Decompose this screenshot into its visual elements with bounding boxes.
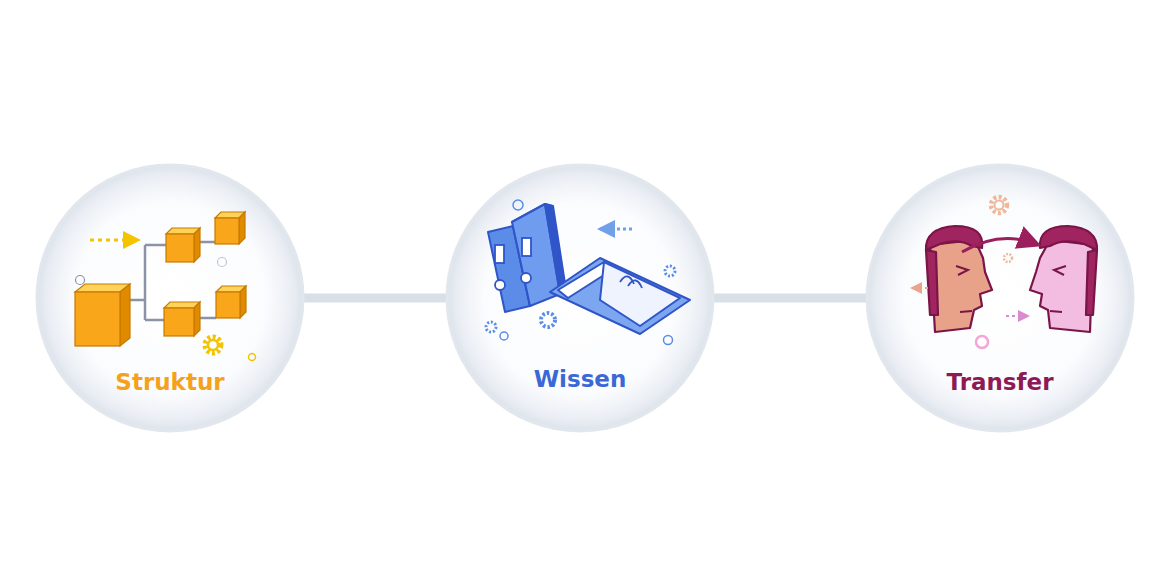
structure-illustration-part xyxy=(216,292,240,318)
transfer-illustration-part xyxy=(991,197,1007,213)
binder-illustration-part xyxy=(486,322,496,332)
structure-illustration-part xyxy=(164,308,194,336)
transfer-illustration-part xyxy=(991,197,1007,213)
binder-illustration-part xyxy=(500,332,508,340)
circle-node: Struktur xyxy=(35,163,305,433)
binder-illustration-part xyxy=(545,204,566,294)
transfer-illustration-part xyxy=(1086,250,1097,315)
transfer-illustration-part xyxy=(995,201,1004,210)
transfer-illustration-part xyxy=(930,240,992,332)
binder-illustration-part xyxy=(486,200,675,345)
binder-illustration-part xyxy=(522,238,531,256)
binder-illustration-part xyxy=(521,273,531,283)
structure-illustration-part xyxy=(208,340,218,350)
transfer-illustration-part xyxy=(1030,240,1093,332)
transfer-illustration-part xyxy=(962,239,1036,252)
structure-illustration-part xyxy=(216,286,246,292)
transfer-illustration-part xyxy=(976,336,988,348)
node-label: Transfer xyxy=(865,369,1135,397)
connector-line xyxy=(712,294,868,303)
binder-illustration-part xyxy=(512,204,560,306)
structure-illustration-part xyxy=(205,337,221,353)
transfer-illustration-part xyxy=(926,226,1097,332)
transfer-illustration xyxy=(912,197,1097,348)
transfer-illustration-part xyxy=(956,266,968,275)
structure-illustration-part xyxy=(240,286,246,318)
transfer-illustration-part xyxy=(956,266,1066,312)
structure-illustration-part xyxy=(194,302,200,336)
circle-node: Transfer xyxy=(865,163,1135,433)
binder-illustration-part xyxy=(513,200,523,210)
transfer-illustration-part xyxy=(1040,226,1097,250)
binder-illustration-part xyxy=(512,204,552,224)
structure-illustration-part xyxy=(122,242,216,320)
binder-illustration xyxy=(486,200,690,345)
structure-illustration-part xyxy=(90,239,138,242)
binder-illustration-part xyxy=(665,266,675,276)
circle-outline xyxy=(445,163,715,433)
binder-illustration-part xyxy=(495,245,504,263)
structure-illustration-part xyxy=(166,234,194,262)
node-label: Wissen xyxy=(445,366,715,394)
transfer-illustration-part xyxy=(1054,266,1066,275)
structure-illustration-part xyxy=(218,258,227,267)
binder-illustration-part xyxy=(513,222,537,306)
binder-illustration-part xyxy=(495,273,531,290)
transfer-illustration-part xyxy=(960,311,1062,312)
structure-illustration-part xyxy=(205,337,221,353)
circle-node: Wissen xyxy=(445,163,715,433)
structure-illustration-part xyxy=(166,228,200,234)
structure-illustration-part xyxy=(75,292,120,346)
binder-illustration-part xyxy=(550,258,690,334)
structure-illustration-part xyxy=(249,354,256,361)
structure-illustration-part xyxy=(215,218,239,244)
structure-illustration-part xyxy=(75,212,246,346)
binder-illustration-part xyxy=(600,262,680,326)
transfer-illustration-part xyxy=(912,287,928,289)
binder-illustration-part xyxy=(488,226,530,312)
binder-illustration-part xyxy=(541,313,555,327)
binder-illustration-part xyxy=(488,204,690,334)
transfer-illustration-part xyxy=(1006,315,1028,317)
transfer-illustration-part xyxy=(926,250,938,315)
structure-illustration-part xyxy=(215,212,245,218)
binder-illustration-part xyxy=(495,280,505,290)
binder-illustration-part xyxy=(495,238,642,288)
structure-illustration-part xyxy=(75,284,130,292)
binder-illustration-part xyxy=(620,276,642,288)
binder-illustration-part xyxy=(664,336,673,345)
node-label: Struktur xyxy=(35,369,305,397)
structure-illustration-part xyxy=(239,212,245,244)
structure-illustration-part xyxy=(164,302,200,308)
structure-illustration-part xyxy=(76,276,85,285)
binder-illustration-part xyxy=(558,262,604,298)
connector-line xyxy=(302,294,448,303)
structure-illustration-part xyxy=(194,228,200,262)
transfer-illustration-part xyxy=(1004,254,1012,262)
binder-illustration-part xyxy=(600,228,632,231)
transfer-illustration-part xyxy=(926,226,982,250)
structure-illustration xyxy=(75,212,256,361)
structure-illustration-part xyxy=(120,284,130,346)
